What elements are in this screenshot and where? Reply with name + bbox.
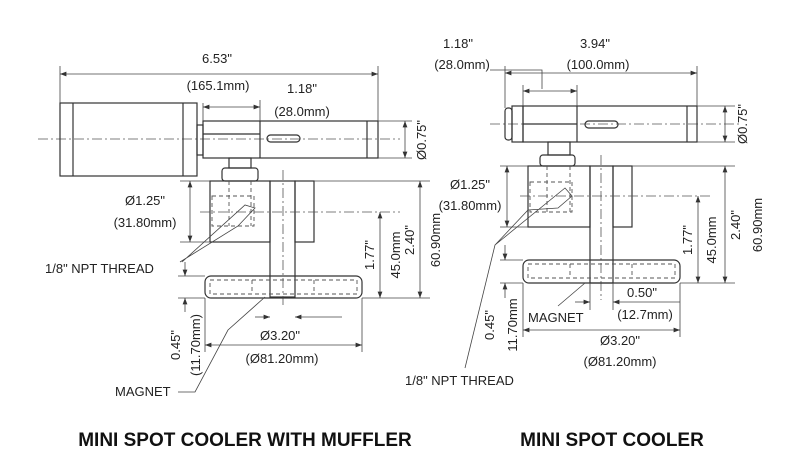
offset-mm-label: (12.7mm) (617, 307, 673, 322)
mini-spot-cooler-drawing: 1.18" (28.0mm) 3.94" (100.0mm) Ø0.75" Ø1… (405, 36, 765, 388)
magnet-label: MAGNET (115, 384, 171, 399)
hex-length-mm-label: (28.0mm) (434, 57, 490, 72)
total-height-mm-label: 60.90mm (428, 213, 443, 267)
cooler-tube (202, 120, 379, 159)
total-height-label: 2.40" (402, 225, 417, 255)
hex-length-mm-label: (28.0mm) (274, 104, 330, 119)
magnet-base (204, 275, 363, 299)
block-diameter-mm-label: (31.80mm) (439, 198, 502, 213)
center-height-mm-label: 45.0mm (704, 217, 719, 264)
tube-diameter-label: Ø0.75" (414, 120, 429, 160)
block-diameter-label: Ø1.25" (450, 177, 490, 192)
base-diameter-mm-label: (Ø81.20mm) (246, 351, 319, 366)
base-height-mm-label: 11.70mm (505, 298, 520, 351)
hex-length-label: 1.18" (443, 36, 473, 51)
title-with-muffler: MINI SPOT COOLER WITH MUFFLER (78, 430, 412, 451)
mount-block (209, 180, 271, 243)
block-diameter-label: Ø1.25" (125, 193, 165, 208)
mount-block (527, 165, 591, 228)
base-height-label: 0.45" (482, 310, 497, 340)
title-mini-spot-cooler: MINI SPOT COOLER (520, 430, 704, 451)
center-height-label: 1.77" (362, 240, 377, 270)
mini-spot-cooler-with-muffler-drawing: 6.53" (165.1mm) 1.18" (28.0mm) Ø0.75" Ø1… (38, 51, 443, 399)
base-diameter-mm-label: (Ø81.20mm) (584, 354, 657, 369)
hex-length-label: 1.18" (287, 81, 317, 96)
magnet-base (522, 259, 681, 284)
center-height-mm-label: 45.0mm (388, 232, 403, 279)
tube-diameter-label: Ø0.75" (735, 104, 750, 144)
offset-label: 0.50" (627, 285, 657, 300)
base-height-label: 0.45" (168, 330, 183, 360)
overall-length-label: 6.53" (202, 51, 232, 66)
total-height-label: 2.40" (728, 210, 743, 240)
tube-length-label: 3.94" (580, 36, 610, 51)
tube-length-mm-label: (100.0mm) (567, 57, 630, 72)
muffler (59, 102, 198, 177)
overall-length-mm-label: (165.1mm) (187, 78, 250, 93)
magnet-label: MAGNET (528, 310, 584, 325)
npt-thread-label: 1/8" NPT THREAD (405, 373, 514, 388)
center-height-label: 1.77" (680, 225, 695, 255)
npt-thread-label: 1/8" NPT THREAD (45, 261, 154, 276)
block-diameter-mm-label: (31.80mm) (114, 215, 177, 230)
base-diameter-label: Ø3.20" (600, 333, 640, 348)
base-diameter-label: Ø3.20" (260, 328, 300, 343)
base-height-mm-label: (11.70mm) (188, 314, 203, 376)
total-height-mm-label: 60.90mm (750, 198, 765, 252)
